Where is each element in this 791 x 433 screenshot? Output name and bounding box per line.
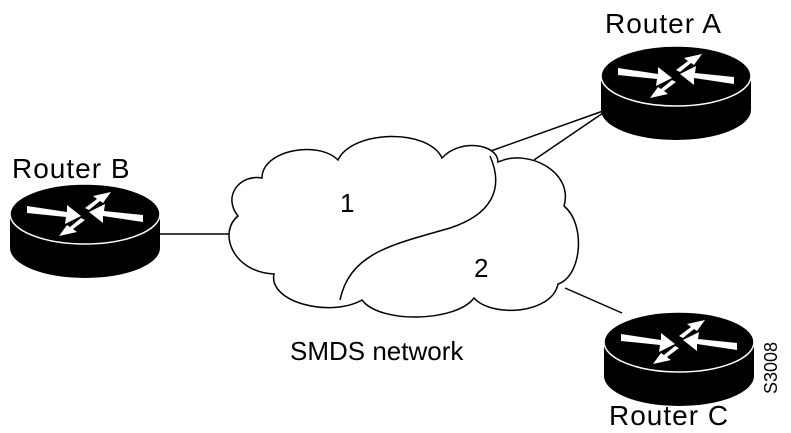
smds-cloud (228, 135, 580, 318)
connection-lines (160, 110, 623, 314)
router-icon (603, 311, 755, 407)
router-icon (600, 45, 752, 141)
router-b-label: Router B (12, 153, 131, 184)
router-c-label: Router C (609, 400, 730, 431)
link-c-to-cloud (564, 287, 623, 314)
segment-2-label: 2 (474, 253, 489, 283)
link-a-to-cloud-1 (487, 110, 604, 153)
router-b (9, 183, 161, 279)
segment-1-label: 1 (340, 188, 355, 218)
router-icon (9, 183, 161, 279)
segment-divider (339, 155, 497, 301)
link-a-to-cloud-2 (533, 112, 604, 161)
router-a (600, 45, 752, 141)
router-c (603, 311, 755, 407)
network-label: SMDS network (290, 336, 464, 366)
figure-id-label: S3008 (761, 341, 781, 394)
router-a-label: Router A (605, 8, 722, 39)
